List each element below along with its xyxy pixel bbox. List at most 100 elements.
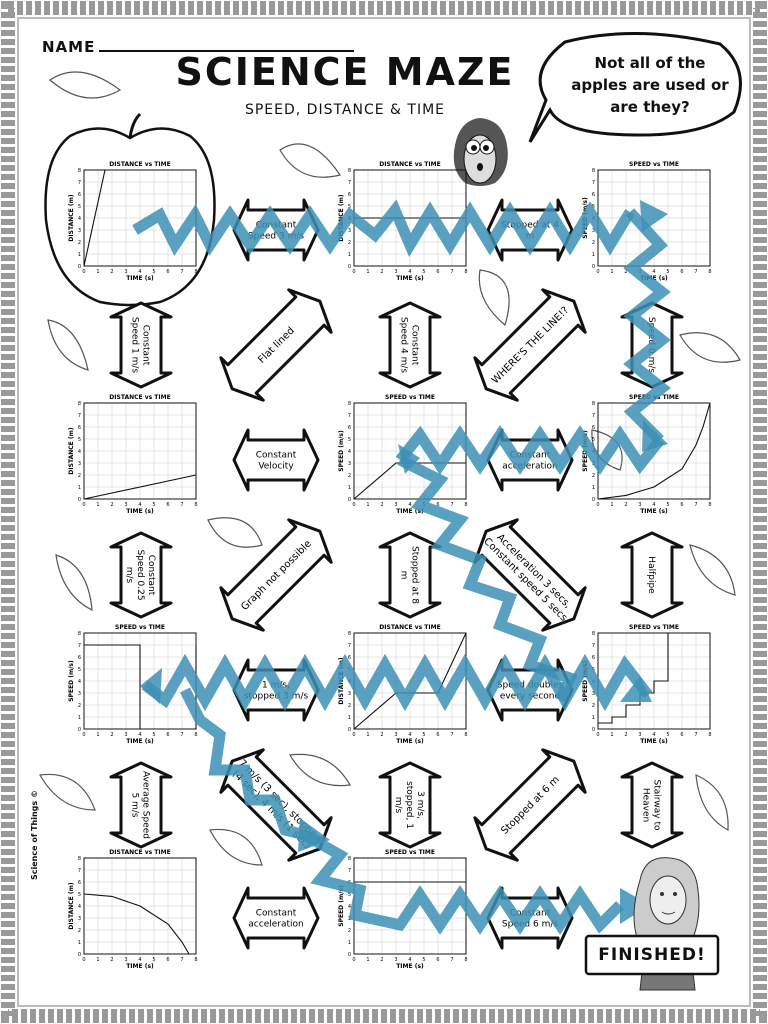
graph-tick-label: 8: [194, 957, 197, 963]
graph-tick-label: 1: [610, 502, 613, 508]
graph-tick-label: 1: [366, 269, 369, 275]
graph-tick-label: 8: [194, 269, 197, 275]
graph-tick-label: 2: [592, 473, 595, 479]
graph-tick-label: 7: [450, 957, 453, 963]
graph-tick-label: 2: [348, 928, 351, 934]
graph-tick-label: 3: [124, 502, 127, 508]
graph-tick-label: 2: [110, 957, 113, 963]
graph-tick-label: 7: [450, 269, 453, 275]
arrow-text: Constant: [256, 909, 297, 919]
graph-tick-label: 8: [348, 168, 351, 174]
graph-tick-label: 3: [78, 691, 81, 697]
apple-outline: [44, 112, 216, 307]
credit-text: Science of Things ©: [30, 790, 39, 880]
graph-xlabel: TIME (s): [396, 275, 424, 282]
graph-tick-label: 2: [592, 703, 595, 709]
graph-tick-label: 6: [592, 425, 595, 431]
graph-tick-label: 0: [596, 269, 599, 275]
graph-tick-label: 4: [78, 679, 81, 685]
graph-tick-label: 8: [592, 631, 595, 637]
finished-label: FINISHED!: [598, 945, 706, 965]
arrow-text: Stairway to: [652, 779, 662, 831]
arrow-text: stopped, 1: [404, 781, 414, 829]
graph-tick-label: 8: [464, 502, 467, 508]
graph-tick-label: 1: [78, 715, 81, 721]
graph-title: DISTANCE vs TIME: [379, 161, 440, 168]
graph-tick-label: 6: [680, 732, 683, 738]
graph-tick-label: 8: [708, 269, 711, 275]
graph-tick-label: 6: [348, 192, 351, 198]
graph-tick-label: 0: [352, 502, 355, 508]
graph-tick-label: 0: [592, 264, 595, 270]
graph-tick-label: 7: [78, 643, 81, 649]
graph-tick-label: 1: [78, 485, 81, 491]
graph-tick-label: 0: [352, 957, 355, 963]
graph-tick-label: 7: [348, 868, 351, 874]
graph-tick-label: 7: [348, 180, 351, 186]
page-subtitle: SPEED, DISTANCE & TIME: [244, 102, 446, 118]
graph-tick-label: 2: [380, 732, 383, 738]
graph-tick-label: 1: [78, 940, 81, 946]
arrow-tile: Flat lined: [219, 288, 333, 402]
graph-tick-label: 3: [394, 732, 397, 738]
graph-tick-label: 4: [138, 502, 141, 508]
graph-xlabel: TIME (s): [126, 963, 154, 970]
graph-tick-label: 0: [82, 957, 85, 963]
graph-tick-label: 1: [96, 269, 99, 275]
hedgehog-icon: [453, 118, 508, 186]
arrow-text: Halfpipe: [646, 556, 656, 594]
graph-tick-label: 1: [96, 957, 99, 963]
graph-tick-label: 3: [78, 461, 81, 467]
graph-tick-label: 8: [708, 732, 711, 738]
graph-tick-label: 5: [78, 204, 81, 210]
graph-tick-label: 1: [366, 732, 369, 738]
graph-tick-label: 0: [348, 264, 351, 270]
graph-curve: [83, 169, 106, 267]
graph-tick-label: 7: [592, 643, 595, 649]
arrow-text: Constant: [141, 325, 151, 366]
graph-tick-label: 8: [348, 401, 351, 407]
graph-tick-label: 8: [464, 269, 467, 275]
graph-tick-label: 3: [78, 228, 81, 234]
graph-tick-label: 5: [592, 437, 595, 443]
name-field[interactable]: NAME: [42, 38, 355, 56]
graph-tick-label: 4: [348, 449, 351, 455]
graph-tick-label: 1: [348, 940, 351, 946]
graph-tick-label: 6: [78, 655, 81, 661]
graph-tick-label: 4: [138, 732, 141, 738]
graph-xlabel: TIME (s): [126, 508, 154, 515]
graph-tick-label: 0: [592, 497, 595, 503]
graph-tick-label: 6: [680, 269, 683, 275]
arrow-text: m: [399, 571, 409, 580]
graph-tick-label: 5: [152, 732, 155, 738]
scientist-portrait: [633, 857, 700, 991]
graph-xlabel: TIME (s): [126, 275, 154, 282]
arrow-text: Constant: [256, 451, 297, 461]
graph-tick-label: 2: [624, 732, 627, 738]
graph-tick-label: 7: [592, 413, 595, 419]
graph-tick-label: 3: [394, 269, 397, 275]
graph-curve: [83, 893, 190, 955]
graph-xlabel: TIME (s): [396, 508, 424, 515]
graph-tick-label: 4: [652, 502, 655, 508]
graph-title: SPEED vs TIME: [629, 624, 679, 631]
arrow-text: 5 m/s: [130, 792, 140, 817]
graph-tick-label: 7: [592, 180, 595, 186]
graph-tick-label: 5: [78, 437, 81, 443]
arrow-text: stopped 3 m/s: [244, 692, 309, 702]
graph-tick-label: 3: [592, 228, 595, 234]
arrow-text: Average Speed: [141, 771, 151, 839]
graph-tick-label: 5: [422, 269, 425, 275]
graph-tick-label: 6: [680, 502, 683, 508]
graph-ylabel: SPEED (m/s): [338, 885, 345, 927]
graph-tick-label: 1: [78, 252, 81, 258]
graph-tick-label: 1: [592, 485, 595, 491]
graph-tick-label: 3: [394, 502, 397, 508]
graph-tick-label: 1: [348, 715, 351, 721]
graph-tick-label: 6: [592, 192, 595, 198]
graph-tick-label: 1: [592, 252, 595, 258]
